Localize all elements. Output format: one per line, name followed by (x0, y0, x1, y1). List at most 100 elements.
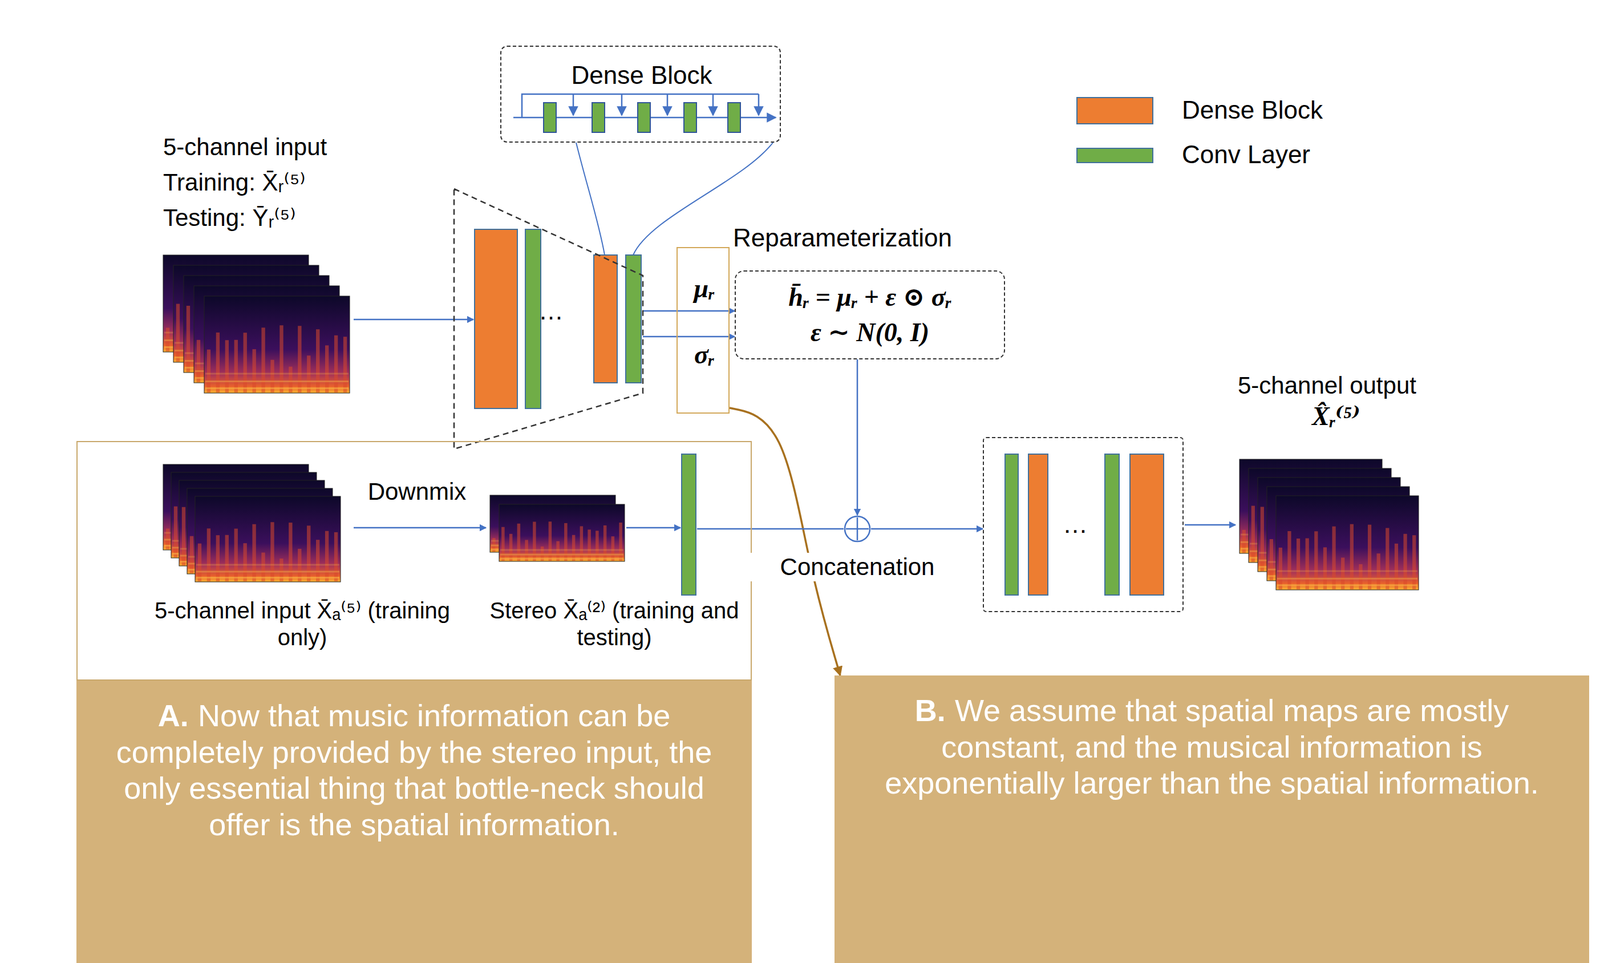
encoder-layers (625, 254, 642, 383)
stereo-input-panel: Downmix 5-channel input X̄ₐ⁽⁵⁾ (training … (76, 440, 752, 681)
decoder-layers (1005, 454, 1164, 595)
output-symbol: X̂ᵣ⁽⁵⁾ (1311, 401, 1360, 432)
decoder-layers (1005, 454, 1019, 595)
input-caption: 5-channel input X̄ₐ⁽⁵⁾ (training only) (148, 597, 457, 651)
flow-arrows (626, 527, 681, 529)
spectrogram-frame (195, 496, 341, 582)
flow-arrows (353, 318, 474, 321)
dense-block-detail (758, 94, 760, 116)
spectrogram (163, 254, 1419, 590)
spectrogram-frame (499, 504, 625, 562)
spectrogram-frame (316, 329, 320, 393)
spectrogram-frame (195, 496, 341, 582)
spectrogram-frame (204, 296, 350, 394)
spectrogram-frame (1287, 531, 1291, 590)
spectrogram-frame (196, 564, 340, 566)
spectrogram-frame (325, 345, 329, 393)
spectrogram-frame (499, 504, 625, 562)
decoder-block: … (982, 436, 1184, 613)
ellipsis: … (533, 296, 569, 326)
decoder-layers (1129, 454, 1164, 595)
spectrogram-frame (1260, 506, 1265, 571)
spectrogram-frame (234, 528, 238, 582)
spectrogram-frame (1403, 533, 1407, 590)
flow-arrow (871, 528, 983, 530)
spectrogram-frame (205, 387, 349, 390)
spectrogram-frame (297, 325, 302, 393)
spectrogram-frame (595, 530, 599, 561)
trapezoid-outline (454, 188, 643, 449)
spectrogram-frame (611, 536, 615, 561)
encoder-layers (474, 229, 518, 409)
dense-block-detail (572, 94, 575, 116)
spectrogram-frame (261, 327, 265, 393)
conv-layer-bars (592, 102, 605, 133)
decoder-layers (1028, 454, 1048, 595)
spectrogram-frame (216, 332, 220, 393)
spectrogram-frame (1314, 531, 1318, 590)
process-label: Downmix (351, 477, 483, 506)
spectrogram-frame (1269, 539, 1274, 581)
stereo-conv-layer (681, 454, 696, 595)
spectrogram-frame (325, 531, 329, 582)
ellipsis: … (1058, 509, 1093, 540)
std-symbol: σᵣ (677, 339, 731, 371)
spectrogram-frame (1278, 547, 1283, 590)
spectrogram-frame (501, 527, 505, 561)
dense-block-detail (621, 94, 623, 116)
node-label: Concatenation (746, 552, 968, 582)
callout-letter: A. (158, 698, 189, 733)
input-label: 5-channel input (163, 133, 327, 161)
spectrogram-frame (225, 535, 229, 582)
spectrogram-frame (197, 543, 202, 582)
spectrogram-frame (216, 535, 220, 582)
spectrogram-frame (243, 332, 247, 393)
leader-arrow (729, 407, 841, 676)
spectrogram-frame (1323, 547, 1327, 590)
spectrogram-frame (1276, 495, 1419, 590)
spectrogram-frame (207, 349, 211, 393)
legend-swatch (1076, 96, 1154, 125)
spectrogram-frame (189, 536, 194, 574)
spectrogram-frame (509, 533, 513, 561)
spectrogram-frame (1277, 584, 1418, 586)
spectrogram-frame (205, 373, 349, 375)
spectrogram-frame (1331, 526, 1336, 590)
spectrogram-frame (252, 524, 256, 582)
equation: ε ∼ N(0, I) (810, 314, 930, 351)
equation: h̄ᵣ = μᵣ + ε ⊙ σᵣ (788, 279, 952, 315)
conv-layer-bars (727, 102, 741, 133)
callout-text: We assume that spatial maps are mostly c… (884, 693, 1539, 800)
dense-block-detail (712, 94, 715, 116)
mean-symbol: μᵣ (677, 273, 731, 305)
input-label: Training: X̄ᵣ⁽⁵⁾ (163, 168, 306, 197)
output-label: 5-channel output (1237, 371, 1417, 400)
callout-box: A.Now that music information can be comp… (76, 680, 752, 963)
spectrogram-frame (334, 335, 338, 393)
callout-box: B.We assume that spatial maps are mostly… (834, 675, 1590, 963)
legend-label: Conv Layer (1181, 140, 1311, 170)
spectrogram-frame (1412, 535, 1416, 590)
dense-block-box: Dense Block (500, 45, 781, 143)
spectrogram-frame (603, 525, 607, 561)
spectrogram-frame (1296, 538, 1300, 590)
spectrogram-frame (1305, 538, 1310, 590)
spectrogram-frame (1276, 495, 1419, 590)
spectrogram-frame (252, 349, 256, 393)
spectrogram-frame (196, 576, 340, 579)
conv-layer-bars (543, 102, 741, 133)
spectrogram-frame (500, 549, 624, 552)
flow-arrow (751, 528, 844, 530)
spectrogram-frame (1277, 577, 1418, 580)
flow-arrows (697, 528, 752, 530)
callout-letter: B. (914, 693, 946, 728)
spectrogram-frame (196, 570, 340, 573)
spectrogram-frame (343, 336, 347, 393)
legend-label: Dense Block (1181, 95, 1323, 125)
dense-block-detail (666, 94, 669, 116)
latent-box: μᵣ σᵣ (676, 246, 730, 414)
legend-swatch (1076, 147, 1154, 164)
input-label: Testing: Ȳᵣ⁽⁵⁾ (163, 204, 297, 232)
spectrogram-frame (316, 539, 320, 582)
